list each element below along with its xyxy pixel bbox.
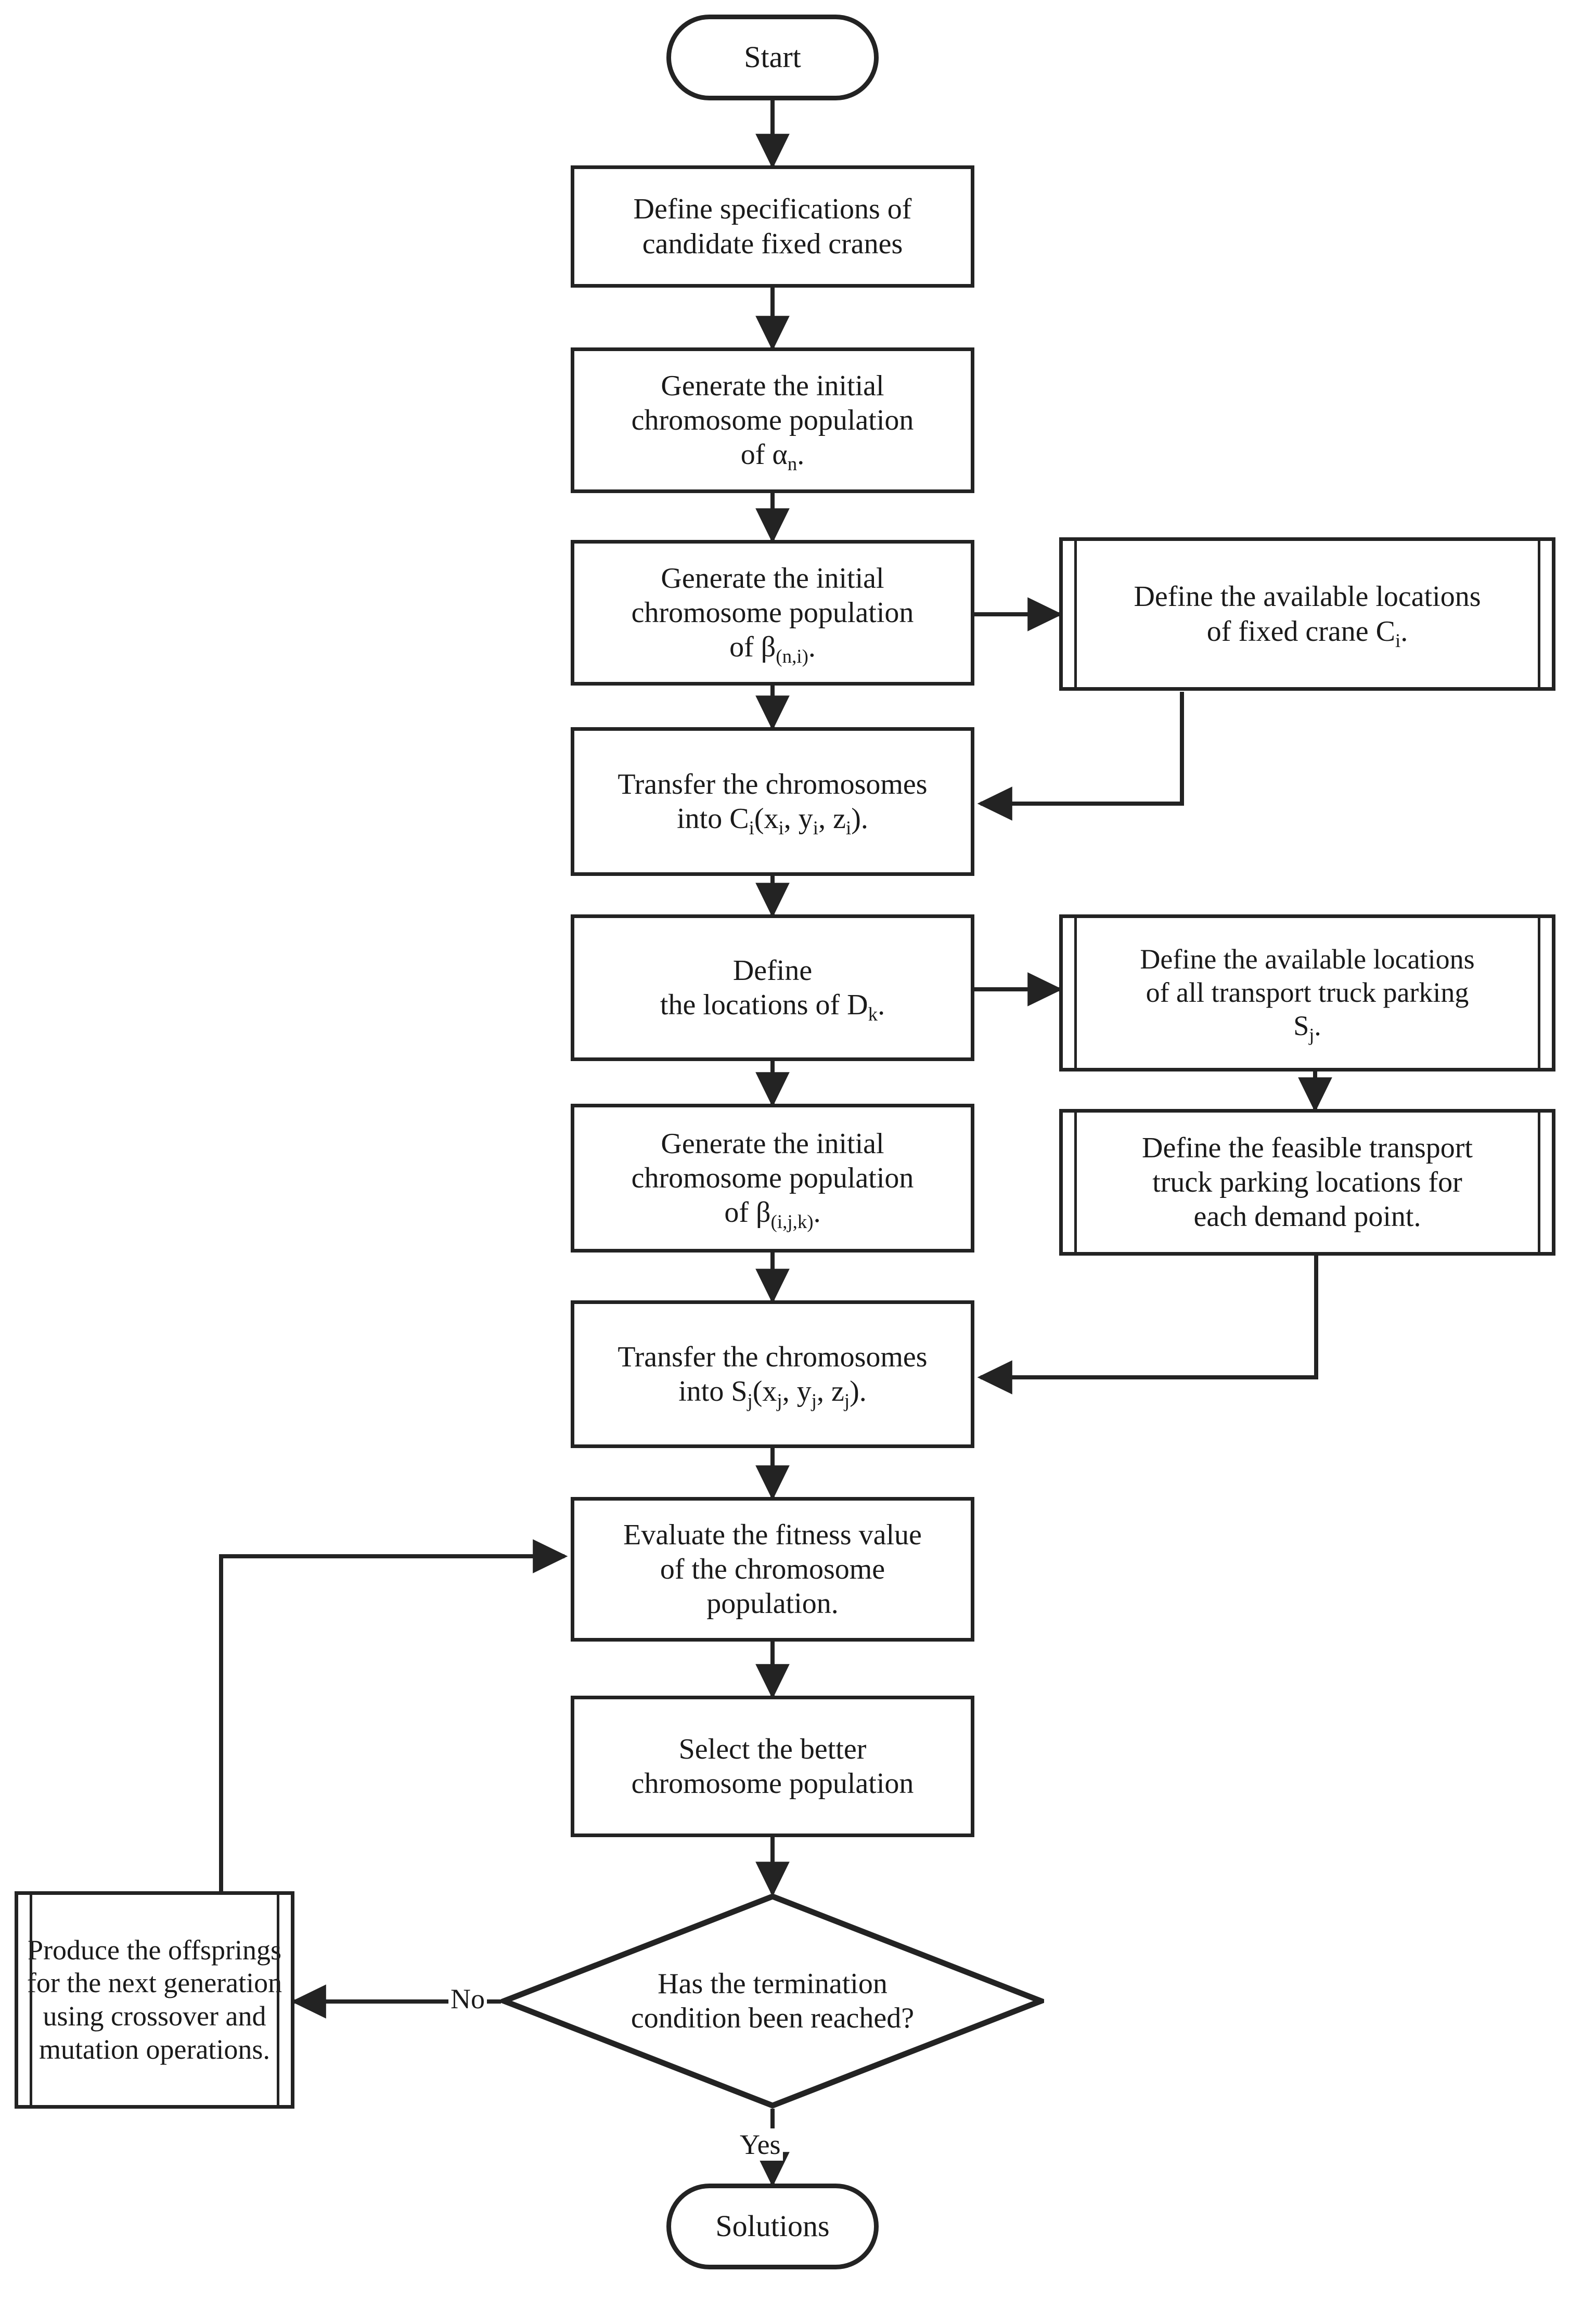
node-available-crane-locations-label: Define the available locations of fixed … [1134, 580, 1481, 651]
node-produce-offsprings[interactable]: Produce the offsprings for the next gene… [15, 1891, 294, 2109]
node-generate-beta-ijk-population-label: Generate the initial chromosome populati… [631, 1127, 914, 1232]
node-select-better-population-label: Select the better chromosome population [631, 1733, 914, 1800]
node-solutions-label: Solutions [715, 2209, 830, 2243]
node-termination-decision-label: Has the termination condition been reach… [631, 1967, 915, 2034]
decision-diamond-shape [501, 1893, 1044, 2109]
node-transfer-into-ci[interactable]: Transfer the chromosomes into Ci(xi, yi,… [571, 727, 974, 876]
edge-label-yes: Yes [738, 2128, 783, 2161]
node-produce-offsprings-label: Produce the offsprings for the next gene… [27, 1934, 282, 2065]
node-available-truck-parking[interactable]: Define the available locations of all tr… [1059, 914, 1555, 1071]
node-solutions[interactable]: Solutions [666, 2184, 879, 2269]
node-define-demand-locations-label: Define the locations of Dk. [660, 954, 885, 1025]
node-define-candidate-cranes-label: Define specifications of candidate fixed… [633, 193, 912, 260]
node-termination-decision[interactable]: Has the termination condition been reach… [501, 1893, 1044, 2109]
node-feasible-truck-parking-label: Define the feasible transport truck park… [1142, 1131, 1473, 1233]
node-define-demand-locations[interactable]: Define the locations of Dk. [571, 914, 974, 1061]
node-generate-beta-ni-population[interactable]: Generate the initial chromosome populati… [571, 540, 974, 686]
node-available-crane-locations[interactable]: Define the available locations of fixed … [1059, 537, 1555, 691]
node-available-truck-parking-label: Define the available locations of all tr… [1140, 944, 1475, 1045]
node-start-label: Start [744, 40, 801, 74]
node-start[interactable]: Start [666, 15, 879, 100]
node-transfer-into-sj[interactable]: Transfer the chromosomes into Sj(xj, yj,… [571, 1300, 974, 1448]
node-evaluate-fitness-label: Evaluate the fitness value of the chromo… [623, 1518, 922, 1620]
node-generate-beta-ni-population-label: Generate the initial chromosome populati… [631, 562, 914, 667]
node-define-candidate-cranes[interactable]: Define specifications of candidate fixed… [571, 165, 974, 288]
node-generate-alpha-population-label: Generate the initial chromosome populati… [631, 369, 914, 474]
node-select-better-population[interactable]: Select the better chromosome population [571, 1696, 974, 1837]
edge-label-no: No [448, 1983, 487, 2015]
node-evaluate-fitness[interactable]: Evaluate the fitness value of the chromo… [571, 1497, 974, 1642]
node-transfer-into-ci-label: Transfer the chromosomes into Ci(xi, yi,… [618, 768, 928, 838]
node-feasible-truck-parking[interactable]: Define the feasible transport truck park… [1059, 1109, 1555, 1256]
node-generate-beta-ijk-population[interactable]: Generate the initial chromosome populati… [571, 1104, 974, 1253]
node-transfer-into-sj-label: Transfer the chromosomes into Sj(xj, yj,… [618, 1340, 928, 1411]
node-generate-alpha-population[interactable]: Generate the initial chromosome populati… [571, 347, 974, 493]
